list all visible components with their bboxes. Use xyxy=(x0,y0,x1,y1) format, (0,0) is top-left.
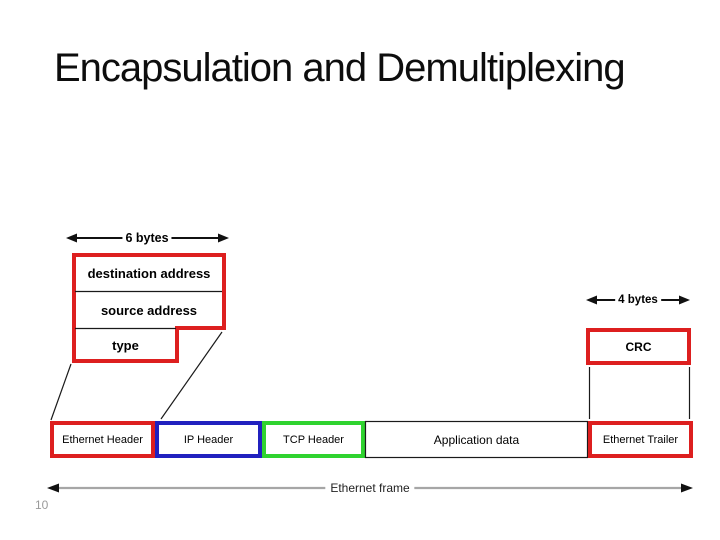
tcp-header-box xyxy=(262,421,365,458)
segment-tcp-header: TCP Header xyxy=(283,433,344,446)
segment-application-data: Application data xyxy=(433,432,520,447)
diagonal-connector-right xyxy=(160,331,223,420)
segment-ethernet-trailer: Ethernet Trailer xyxy=(602,433,679,446)
ip-header-box xyxy=(155,421,262,458)
segment-ethernet-header: Ethernet Header xyxy=(62,433,143,446)
diagonal-connector-left xyxy=(50,363,72,421)
arrow-left-icon xyxy=(47,483,59,493)
arrow-right-icon xyxy=(679,295,690,305)
six-bytes-label: 6 bytes xyxy=(122,231,172,245)
page-title: Encapsulation and Demultiplexing xyxy=(54,46,626,90)
field-destination-address: destination address xyxy=(87,265,211,281)
ethernet-trailer-box xyxy=(588,421,693,458)
field-type: type xyxy=(112,337,139,353)
four-bytes-label: 4 bytes xyxy=(615,294,661,306)
arrow-right-icon xyxy=(681,483,693,493)
crc-label: CRC xyxy=(625,339,652,354)
crc-box xyxy=(586,328,691,365)
ethernet-frame-label: Ethernet frame xyxy=(325,481,415,495)
field-source-address: source address xyxy=(100,302,198,318)
arrow-right-icon xyxy=(218,233,229,243)
segment-ip-header: IP Header xyxy=(183,433,234,446)
ethernet-header-detail-box xyxy=(72,253,226,363)
page-number: 10 xyxy=(35,498,49,512)
arrow-left-icon xyxy=(586,295,597,305)
ethernet-header-box xyxy=(50,421,155,458)
application-data-box xyxy=(364,420,589,459)
arrow-left-icon xyxy=(66,233,77,243)
